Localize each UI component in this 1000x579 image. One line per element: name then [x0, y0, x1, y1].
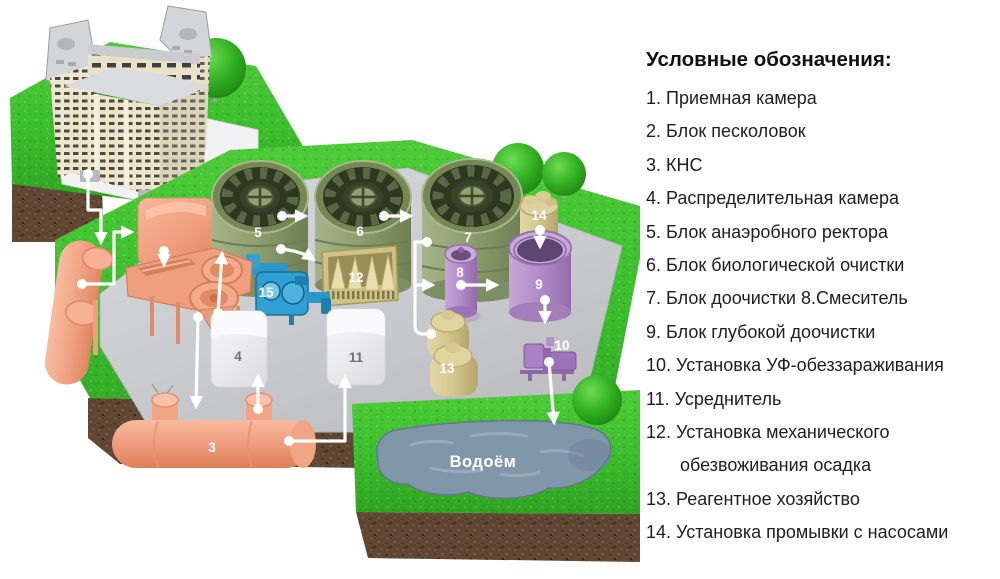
marker-10: 10 — [554, 338, 569, 353]
marker-9: 9 — [535, 277, 543, 292]
legend-item: 5. Блок анаэробного ректора — [646, 221, 888, 242]
equalizer-tank — [326, 308, 386, 386]
dewatering-unit — [321, 245, 399, 307]
marker-12: 12 — [348, 270, 363, 285]
pond-label: Водоём — [450, 453, 517, 471]
legend-item: 13. Реагентное хозяйство — [646, 488, 860, 509]
legend-item: 11. Усреднитель — [646, 388, 782, 409]
legend-item: 3. КНС — [646, 154, 703, 175]
pond-island — [352, 390, 640, 562]
legend-item: 14. Установка промывки с насосами — [646, 522, 949, 543]
marker-11: 11 — [349, 350, 364, 365]
tree-icon — [542, 152, 586, 198]
marker-14: 14 — [531, 208, 547, 223]
legend-panel: Условные обозначения: 1. Приемная камера… — [646, 44, 976, 550]
legend-item: 9. Блок глубокой доочистки — [646, 321, 876, 342]
distribution-chamber — [210, 310, 268, 388]
reagent-tanks — [427, 310, 478, 396]
marker-3: 3 — [208, 440, 216, 455]
marker-13: 13 — [439, 361, 455, 376]
marker-15: 15 — [258, 285, 274, 300]
marker-7: 7 — [464, 230, 472, 245]
legend-item: 4. Распределительная камера — [646, 188, 900, 209]
marker-4: 4 — [234, 349, 242, 364]
receiving-chamber — [44, 240, 114, 385]
tree-icon — [572, 375, 622, 425]
legend-item: 6. Блок биологической очистки — [646, 255, 905, 276]
legend-item: 1. Приемная камера — [646, 88, 817, 108]
legend-item: 2. Блок песколовок — [646, 121, 806, 142]
marker-6: 6 — [356, 224, 364, 239]
legend-item: 10. Установка УФ-обеззараживания — [646, 355, 944, 376]
legend-title: Условные обозначения: — [646, 48, 892, 71]
legend-item: 7. Блок доочистки 8.Смеситель — [646, 288, 908, 309]
marker-8: 8 — [456, 265, 464, 280]
marker-5: 5 — [254, 225, 262, 240]
flow-arrows — [77, 169, 560, 446]
legend-item: 12. Установка механического обезвоживани… — [646, 422, 890, 476]
